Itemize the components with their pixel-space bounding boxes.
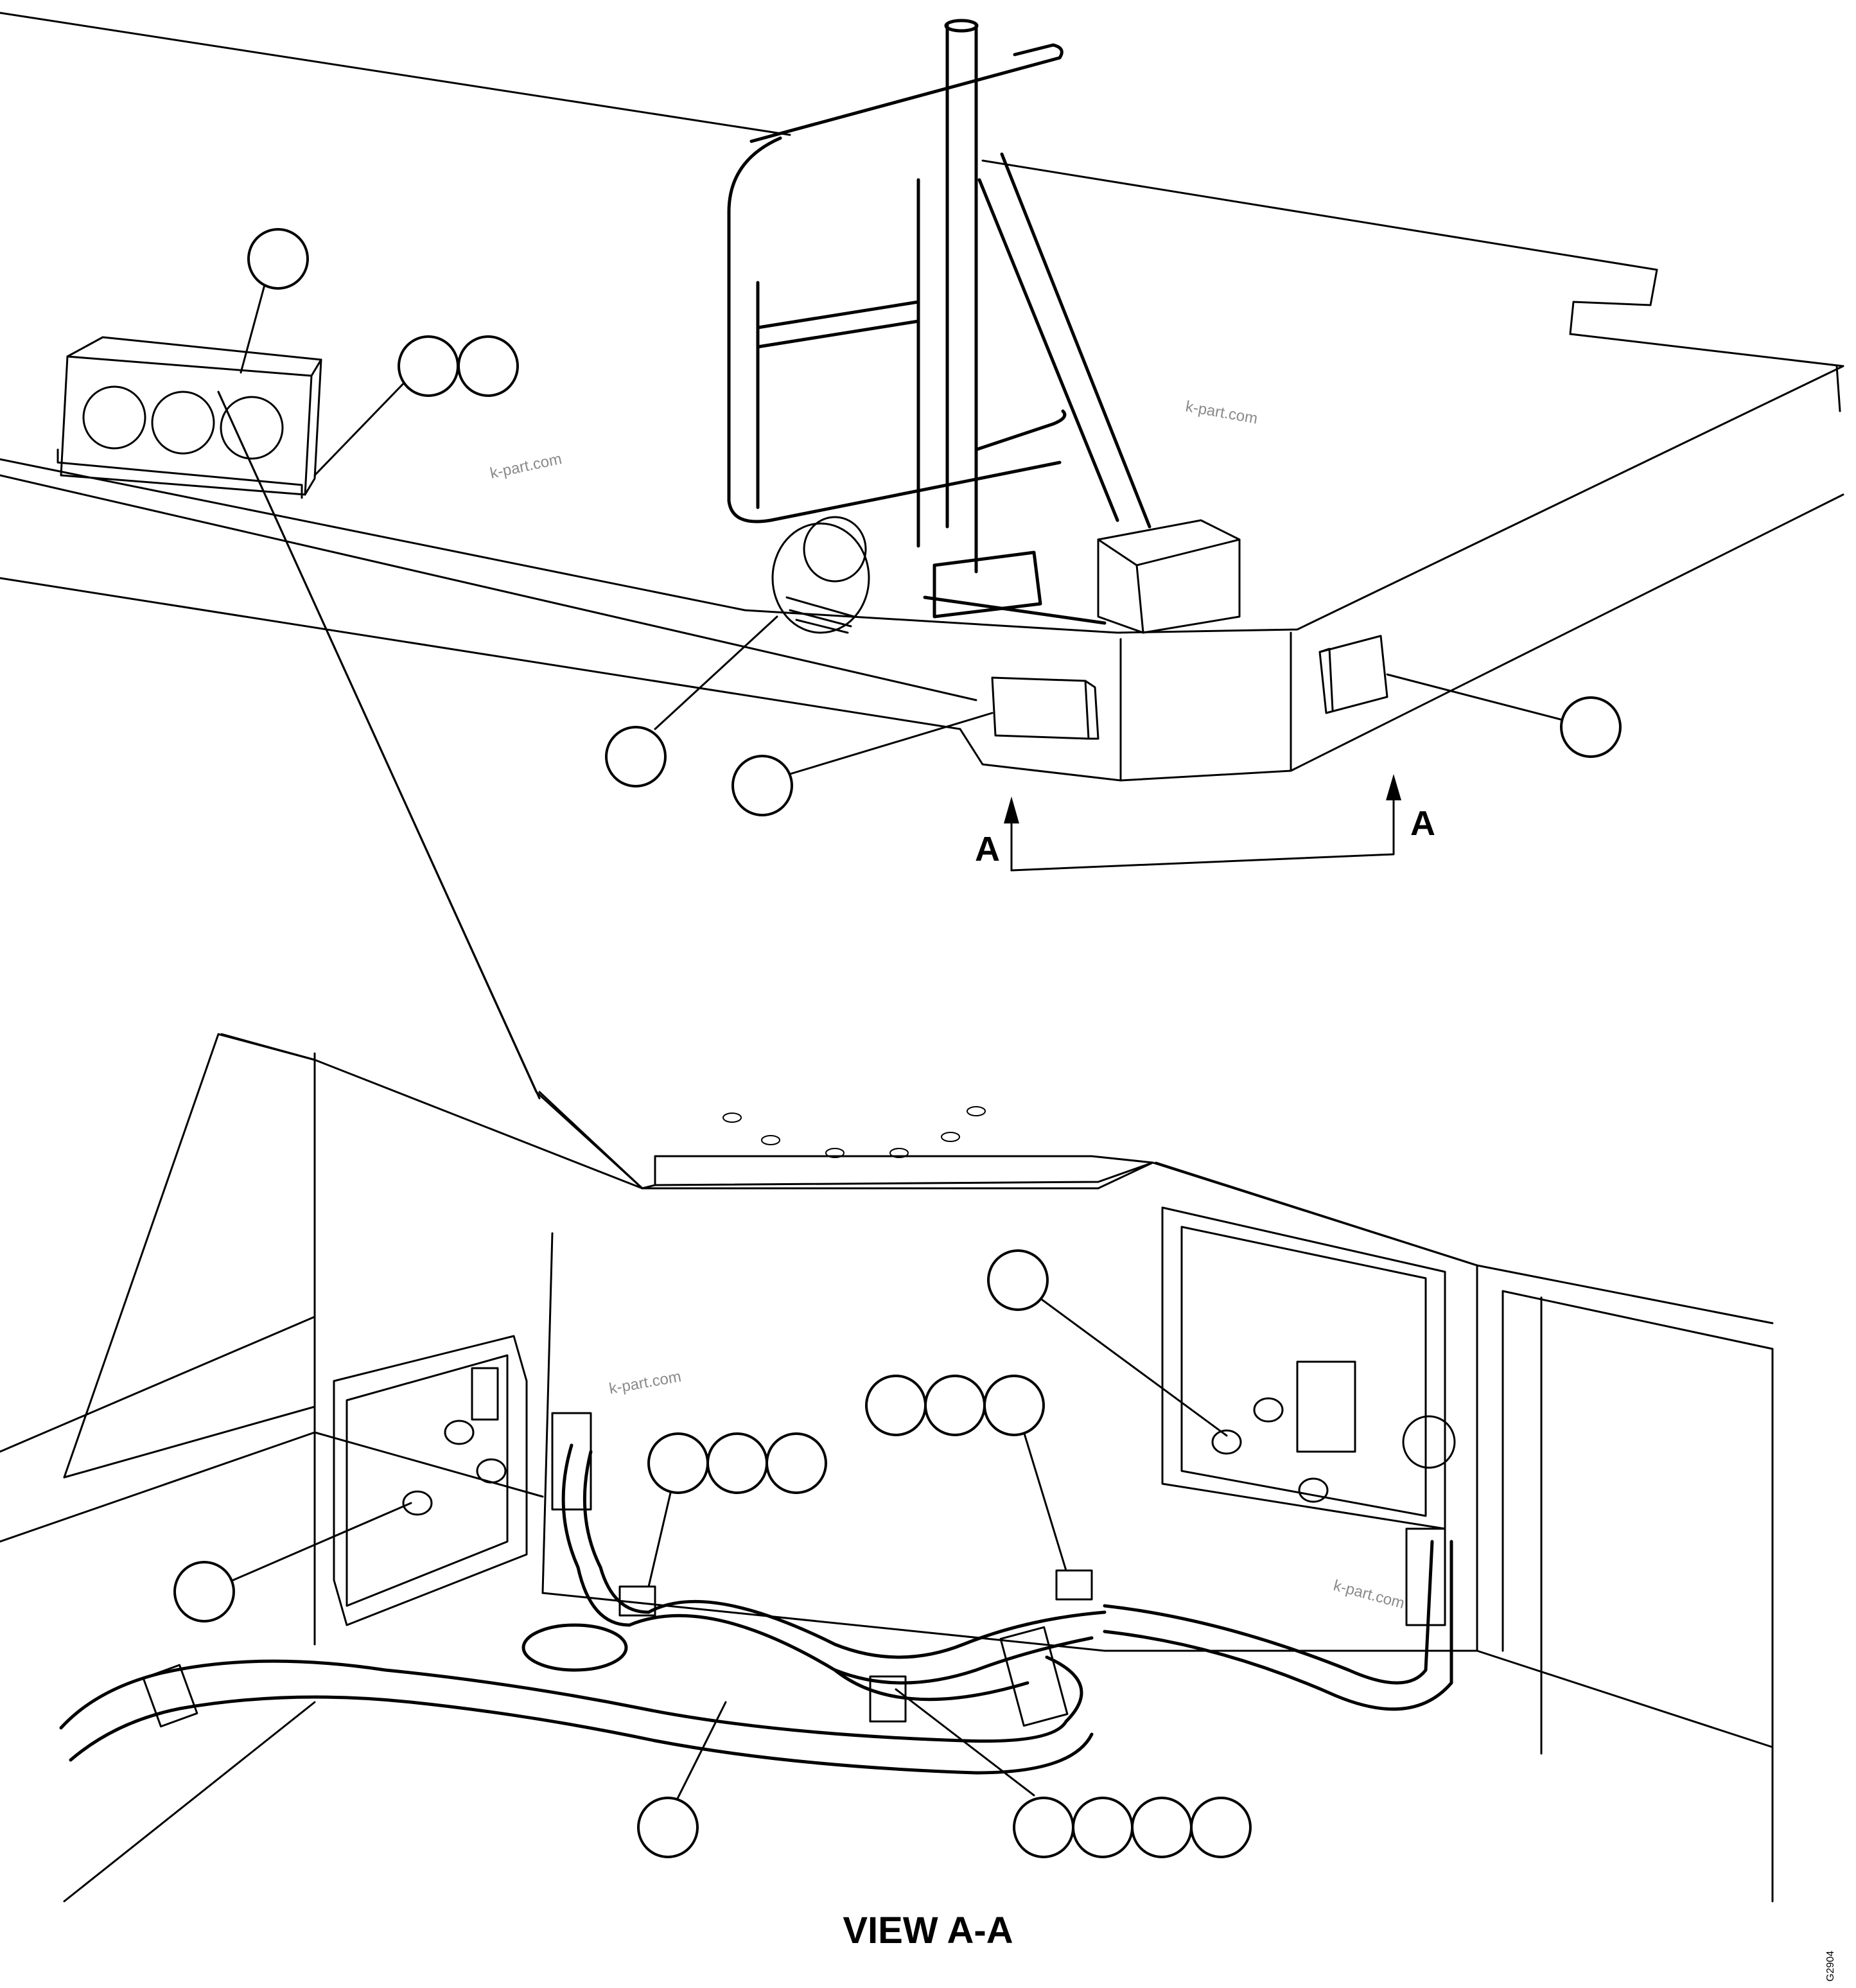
section-line: A A (975, 774, 1435, 872)
mounting-holes (722, 1106, 986, 1158)
right-stud-callout (987, 1249, 1049, 1311)
left-tail-lamp (991, 676, 1099, 740)
harness-clip-callout-d (865, 1375, 927, 1436)
harness (59, 1443, 1453, 1775)
watermark-top-right: k-part.com (1184, 398, 1259, 427)
section-arrow-left (1004, 796, 1019, 823)
drawing-id: G2904 (1825, 1951, 1836, 1982)
harness-clamps (618, 1569, 1093, 1723)
studs (402, 1397, 1329, 1516)
bumper-housing (0, 391, 1774, 1903)
harness-callout (637, 1797, 699, 1858)
harness-clamp-callout-a (1013, 1797, 1074, 1858)
right-tail-lamp (1318, 635, 1388, 714)
connectors (142, 1412, 1446, 1728)
section-label-right: A (1410, 804, 1435, 843)
mount-callout-b (457, 335, 519, 397)
left-lamp-callout (731, 755, 793, 816)
top-leaders (240, 281, 1562, 775)
beacon-callout (605, 726, 667, 787)
light-bar-callout (247, 228, 309, 290)
harness-clamp-callout-d (1190, 1797, 1252, 1858)
mount-callout-a (398, 335, 459, 397)
harness-clip-callout-c (766, 1432, 827, 1494)
section-label-left: A (975, 830, 1000, 868)
right-lamp-mount (1161, 1206, 1456, 1530)
section-arrow-right (1386, 774, 1401, 800)
light-bar (57, 336, 322, 499)
top-view: A A k-part.com k-part.com (0, 12, 1844, 872)
view-title: VIEW A-A (843, 1910, 1013, 1951)
view-a-a: k-part.com k-part.com VIEW A-A (0, 391, 1774, 1951)
harness-clamp-callout-b (1072, 1797, 1134, 1858)
harness-clip-callout-e (924, 1375, 986, 1436)
right-lamp-callout (1560, 696, 1622, 758)
handrail (727, 19, 1151, 625)
watermark-top-left: k-part.com (489, 450, 563, 482)
watermark-view-left: k-part.com (608, 1368, 682, 1398)
beacon (771, 516, 870, 634)
deck-outline (0, 12, 1844, 782)
control-box (1097, 519, 1241, 634)
harness-clip-callout-f (983, 1375, 1045, 1436)
harness-clip-callout-a (647, 1432, 709, 1494)
left-stud-callout (173, 1561, 235, 1623)
harness-clip-callout-b (706, 1432, 768, 1494)
left-lamp-mount (333, 1335, 528, 1626)
view-leaders (232, 1282, 1228, 1800)
watermark-view-right: k-part.com (1331, 1577, 1406, 1612)
harness-clamp-callout-c (1131, 1797, 1193, 1858)
